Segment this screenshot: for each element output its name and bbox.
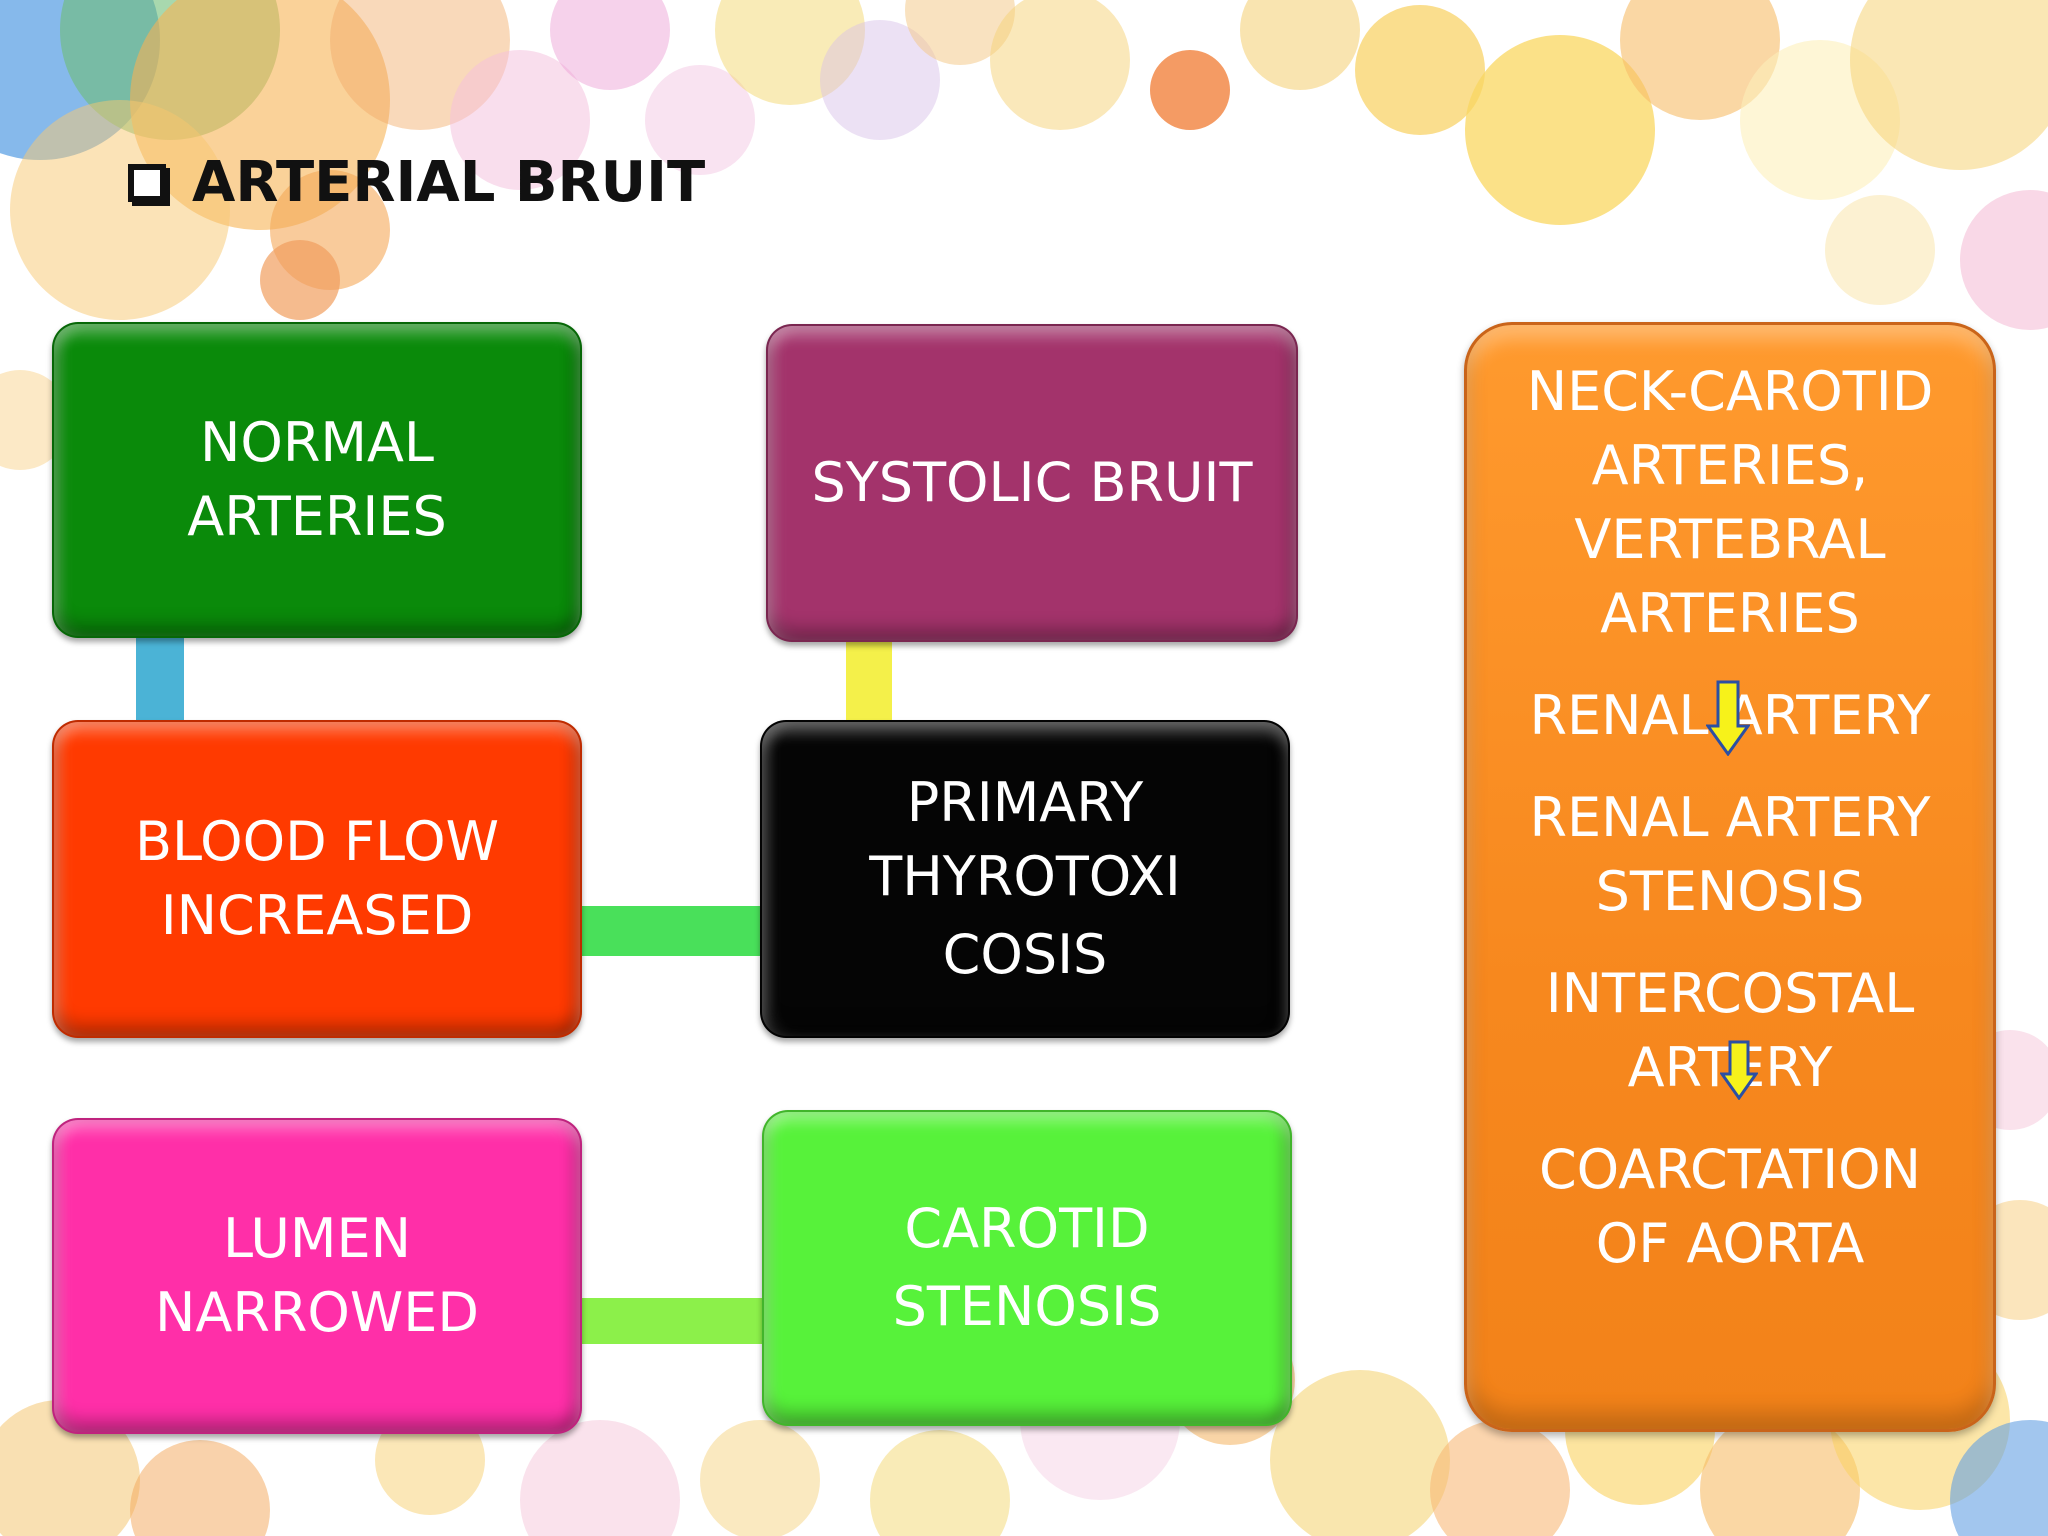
side-line: ARTERIES,: [1591, 434, 1869, 497]
side-line: RENAL ARTERY: [1529, 786, 1931, 849]
box-line: ARTERIES: [187, 485, 447, 548]
side-line: ARTERIES: [1600, 582, 1860, 645]
side-line: OF AORTA: [1595, 1212, 1865, 1275]
side-line: NECK-CAROTID: [1526, 360, 1934, 423]
side-line: INTERCOSTAL: [1545, 962, 1915, 1025]
connector-normal-to-blood-flow: [136, 636, 184, 726]
slide-title-text: ARTERIAL BRUIT: [192, 150, 706, 215]
slide-title: ARTERIAL BRUIT: [128, 150, 705, 215]
side-panel-bruit-sites: NECK-CAROTID ARTERIES, VERTEBRAL ARTERIE…: [1464, 322, 1996, 1432]
side-line: VERTEBRAL: [1574, 508, 1886, 571]
box-line: PRIMARY: [906, 771, 1144, 834]
checkbox-bullet-icon: [128, 163, 170, 206]
connector-systolic-to-thyrotoxicosis: [846, 640, 892, 724]
box-blood-flow-increased: BLOOD FLOW INCREASED: [52, 720, 582, 1038]
box-carotid-stenosis: CAROTID STENOSIS: [762, 1110, 1292, 1426]
box-primary-thyrotoxicosis: PRIMARY THYROTOXI COSIS: [760, 720, 1290, 1038]
side-line: STENOSIS: [1595, 860, 1865, 923]
box-line: COSIS: [942, 923, 1108, 986]
side-item-coarctation: COARCTATION OF AORTA: [1467, 1133, 1993, 1281]
box-line: CAROTID: [904, 1197, 1150, 1260]
box-line: BLOOD FLOW: [134, 810, 500, 873]
side-item-neck-arteries: NECK-CAROTID ARTERIES, VERTEBRAL ARTERIE…: [1467, 355, 1993, 651]
down-arrow-icon: [1720, 1040, 1758, 1100]
box-line: LUMEN: [222, 1207, 412, 1270]
connector-lumen-to-carotid: [578, 1298, 764, 1344]
box-line: SYSTOLIC BRUIT: [811, 451, 1253, 514]
box-systolic-bruit: SYSTOLIC BRUIT: [766, 324, 1298, 642]
box-lumen-narrowed: LUMEN NARROWED: [52, 1118, 582, 1434]
side-item-renal-artery-stenosis: RENAL ARTERY STENOSIS: [1467, 781, 1993, 929]
box-line: THYROTOXI: [869, 845, 1181, 908]
down-arrow-icon: [1706, 680, 1750, 756]
box-line: STENOSIS: [892, 1275, 1162, 1338]
connector-blood-flow-to-thyrotoxicosis: [578, 906, 764, 956]
side-item-intercostal-artery: INTERCOSTAL ARTERY: [1467, 957, 1993, 1105]
box-normal-arteries: NORMAL ARTERIES: [52, 322, 582, 638]
box-line: NARROWED: [155, 1281, 479, 1344]
side-line: COARCTATION: [1538, 1138, 1922, 1201]
box-line: INCREASED: [160, 884, 474, 947]
box-line: NORMAL: [199, 411, 435, 474]
